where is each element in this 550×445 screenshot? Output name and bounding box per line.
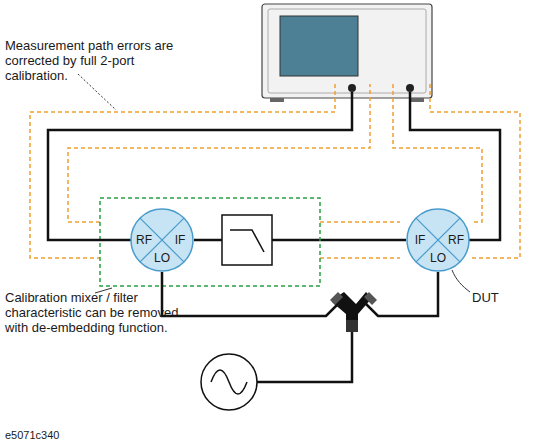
port-name: LO [430, 251, 446, 265]
port-name: RF [136, 233, 152, 247]
leader-line [78, 74, 470, 293]
port-name: RF [448, 233, 464, 247]
de-embedding-region [100, 198, 320, 286]
part-name: DUT [472, 290, 512, 305]
figure-code: e5071c340 [5, 428, 105, 443]
power-splitter [330, 292, 377, 332]
lo-wire [162, 272, 438, 382]
port-name: LO [154, 251, 170, 265]
mixer-circle: RF IF LO [130, 208, 194, 272]
mixer-circle: IF RFLO [406, 208, 470, 272]
lowpass-filter [222, 215, 272, 265]
port-name: IF [415, 233, 426, 247]
note-text: Measurement path errors are corrected by… [5, 38, 195, 83]
signal-source [201, 354, 257, 410]
network-analyzer [262, 4, 432, 102]
note-text: Calibration mixer / filter characteristi… [5, 290, 190, 335]
port-name: IF [175, 233, 186, 247]
